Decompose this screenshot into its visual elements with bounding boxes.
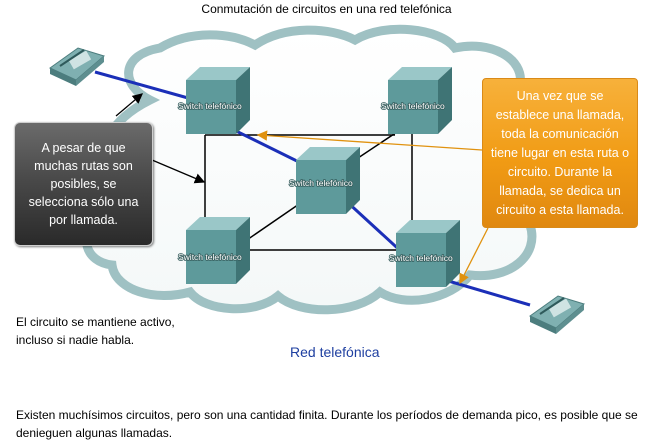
switch-label-top-right: Switch telefónico xyxy=(381,101,445,111)
switch-icon: Switch telefónico xyxy=(177,67,250,134)
switch-icon: Switch telefónico xyxy=(380,67,452,134)
route-selection-callout: A pesar de que muchas rutas son posibles… xyxy=(14,122,153,246)
network-label: Red telefónica xyxy=(290,344,380,360)
arrow-icon xyxy=(115,93,143,117)
dedicated-circuit-callout: Una vez que se establece una llamada, to… xyxy=(482,78,638,228)
switch-icon: Switch telefónico xyxy=(288,147,360,214)
circuit-active-note: El circuito se mantiene activo, incluso … xyxy=(16,315,175,347)
arrow-icon xyxy=(151,159,206,184)
arrow-icon xyxy=(256,130,483,151)
switch-icon: Switch telefónico xyxy=(388,220,460,287)
switch-label-center: Switch telefónico xyxy=(289,178,353,188)
switch-label-top-left: Switch telefónico xyxy=(178,101,242,111)
diagram-title: Conmutación de circuitos en una red tele… xyxy=(201,2,452,16)
callout-arrows xyxy=(115,93,489,285)
footer-note: Existen muchísimos circuitos, pero son u… xyxy=(16,408,638,440)
telephone-icon xyxy=(49,47,106,86)
telephone-icon xyxy=(529,295,586,334)
switch-icon: Switch telefónico xyxy=(177,217,250,284)
switch-label-bottom-right: Switch telefónico xyxy=(389,253,453,263)
switch-label-bottom-left: Switch telefónico xyxy=(178,252,242,262)
active-circuit xyxy=(94,70,531,307)
arrow-icon xyxy=(459,227,489,285)
